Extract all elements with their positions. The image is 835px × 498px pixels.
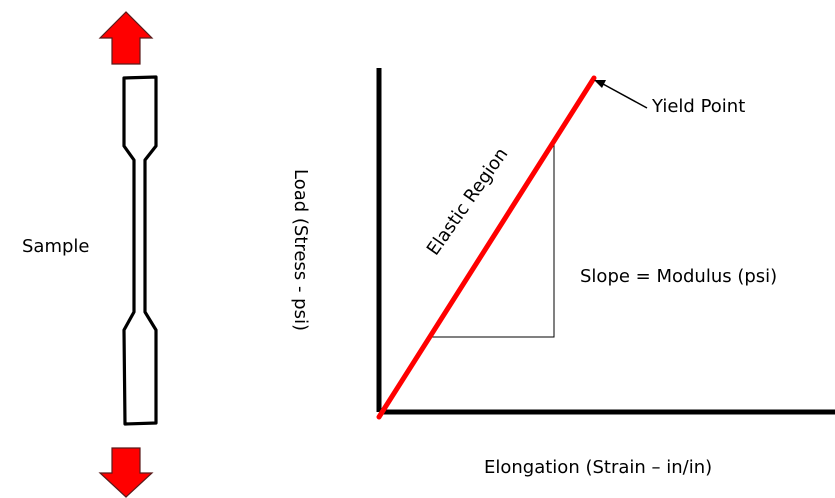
arrow-up-icon — [98, 11, 154, 65]
elastic-region-line — [376, 75, 597, 420]
arrow-down-icon — [98, 447, 154, 498]
sample-specimen — [122, 75, 158, 426]
y-axis-label: Load (Stress - psi) — [290, 168, 311, 332]
yield-point-arrowhead-icon — [594, 80, 606, 88]
x-axis-label: Elongation (Strain – in/in) — [484, 457, 713, 478]
yield-point-pointer-line — [602, 83, 648, 109]
sample-label: Sample — [22, 236, 90, 257]
yield-point-label: Yield Point — [652, 96, 746, 117]
slope-triangle — [432, 143, 555, 338]
slope-label: Slope = Modulus (psi) — [580, 266, 778, 287]
